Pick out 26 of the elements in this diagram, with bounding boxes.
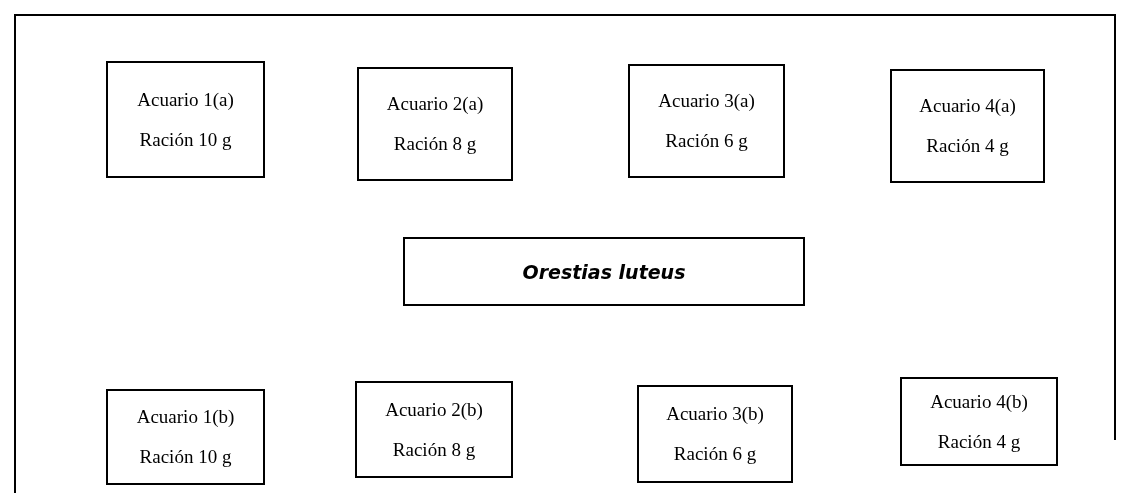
ration-label: Ración 8 g [392, 438, 476, 461]
aquarium-box [900, 377, 1058, 466]
aquarium-box [106, 389, 265, 485]
ration-label: Ración 10 g [139, 446, 232, 468]
ration-label: Ración 8 g [393, 133, 477, 155]
aquarium-label: Acuario 2(a) [386, 93, 484, 115]
aquarium-box [637, 385, 793, 483]
aquarium-box [628, 64, 785, 178]
aquarium-label: Acuario 1(a) [137, 88, 234, 111]
species-box [403, 237, 805, 306]
aquarium-label: Acuario 3(b) [666, 403, 764, 425]
ration-label: Ración 4 g [926, 135, 1009, 157]
aquarium-box [357, 67, 513, 181]
aquarium-label: Acuario 4(a) [919, 95, 1016, 117]
aquarium-label: Acuario 4(b) [930, 390, 1028, 413]
aquarium-box [106, 61, 265, 178]
species-name: Orestias luteus [522, 260, 686, 283]
ration-label: Ración 6 g [673, 443, 757, 465]
aquarium-box [890, 69, 1045, 183]
aquarium-box [355, 381, 513, 478]
aquarium-label: Acuario 1(b) [136, 406, 235, 428]
ration-label: Ración 6 g [665, 130, 748, 152]
aquarium-label: Acuario 3(a) [658, 90, 755, 112]
ration-label: Ración 4 g [937, 430, 1021, 453]
ration-label: Ración 10 g [139, 128, 232, 151]
aquarium-label: Acuario 2(b) [385, 398, 483, 421]
